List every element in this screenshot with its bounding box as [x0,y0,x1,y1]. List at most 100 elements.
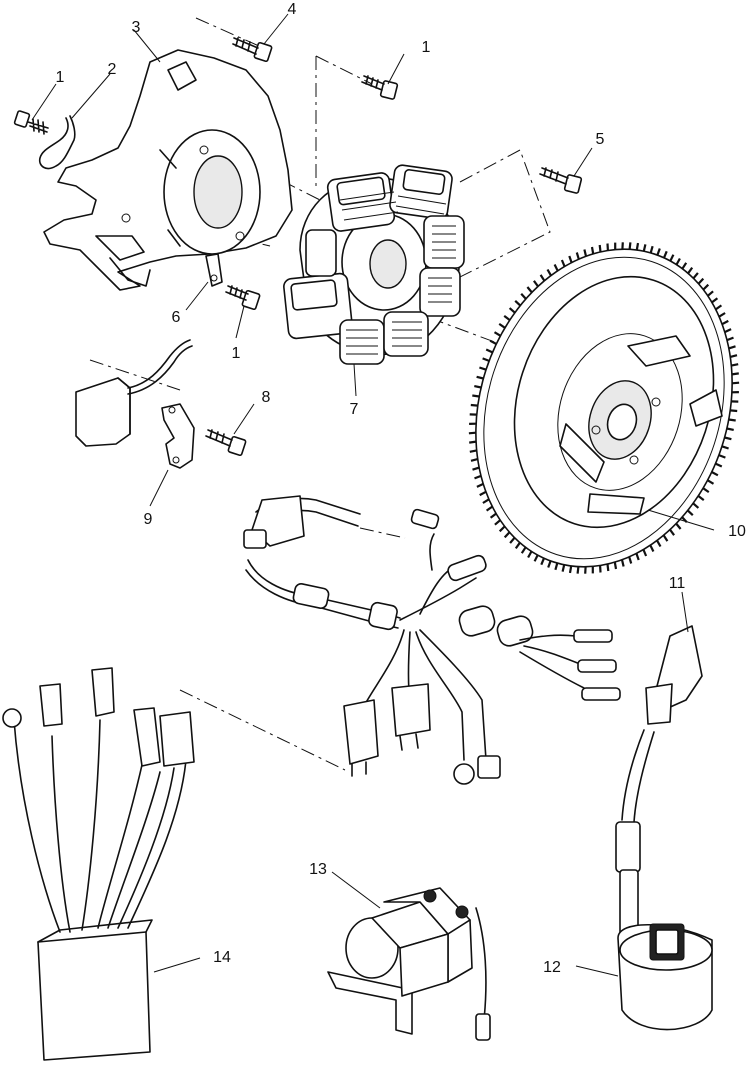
screw-middle [225,285,261,311]
gear-tooth [721,319,729,326]
gear-tooth [553,264,559,272]
gear-tooth [718,454,726,459]
callout-12: 12 [543,959,561,976]
gear-tooth [476,482,484,488]
gear-tooth [474,474,482,480]
callout-7: 7 [350,401,359,418]
callout-11: 11 [669,575,686,592]
gear-tooth [485,348,493,354]
gear-tooth [568,565,573,574]
gear-tooth [613,561,618,570]
gear-tooth [509,536,516,544]
screw-right [539,167,583,194]
gear-tooth [711,471,719,477]
gear-tooth [514,299,522,307]
screw-top-right [361,75,399,100]
gear-tooth [681,262,688,270]
gear-tooth [583,249,588,257]
flywheel-ring-gear-teeth [468,242,740,574]
gear-tooth [472,466,480,471]
flywheel [475,248,733,568]
gear-tooth [561,564,566,572]
screw-left [13,110,49,135]
gear-tooth [468,431,476,435]
gear-tooth [649,245,654,254]
gear-tooth [724,328,732,334]
gear-tooth [721,445,729,450]
gear-tooth [620,559,625,567]
gear-tooth [730,354,738,358]
gear-tooth [576,566,580,574]
callout-1-middle: 1 [232,345,241,362]
gear-tooth [702,487,710,494]
callout-10: 10 [728,523,746,540]
gear-tooth [482,498,490,504]
gear-tooth [489,512,497,519]
pickup-coil [75,339,195,469]
gear-tooth [711,297,719,304]
gear-tooth [726,427,734,431]
gear-tooth [533,280,539,288]
gear-tooth [731,363,739,367]
gear-tooth [514,542,521,550]
gear-tooth [498,322,506,329]
wiring-harness [243,495,621,785]
gear-tooth [642,244,647,252]
gear-tooth [547,560,552,568]
gear-tooth [662,250,668,259]
gear-tooth [508,307,516,314]
gear-tooth [470,458,478,462]
gear-tooth [675,257,681,266]
gear-tooth [479,366,487,371]
gear-tooth [656,248,661,256]
gear-tooth [469,449,477,453]
gear-tooth [546,268,552,277]
gear-tooth [718,312,726,318]
gear-tooth [554,562,559,571]
gear-tooth [675,522,682,530]
gear-tooth [687,266,694,274]
gear-tooth [728,345,736,350]
gear-tooth [520,292,527,300]
gear-tooth [669,528,675,536]
gear-tooth [503,531,511,539]
callout-3: 3 [132,19,141,36]
callout-14: 14 [213,949,231,966]
stator-plate [43,49,293,291]
voltage-regulator [2,667,195,1061]
gear-tooth [706,479,715,485]
gear-tooth [724,436,732,441]
gear-tooth [498,525,506,533]
callout-5: 5 [596,131,605,148]
callout-1-left: 1 [56,69,65,86]
ignition-coil [615,625,713,1031]
gear-tooth [606,563,610,572]
screw-top [232,37,273,63]
gear-tooth [479,490,487,497]
gear-tooth [728,418,736,422]
gear-tooth [598,244,602,253]
gear-tooth [686,509,694,517]
gear-tooth [715,304,723,311]
callout-1-top: 1 [422,39,431,56]
gear-tooth [669,254,675,262]
gear-tooth [503,315,511,321]
gear-tooth [730,409,738,413]
gear-tooth [476,375,484,380]
gear-tooth [635,242,640,251]
callout-8: 8 [262,389,271,406]
callout-numbers: 4 3 1 2 1 5 6 1 7 8 9 10 11 13 14 12 [56,1,746,976]
gear-tooth [635,553,640,561]
gear-tooth [590,246,595,255]
gear-tooth [485,505,493,512]
gear-tooth [560,259,566,267]
gear-tooth [715,462,723,468]
gear-tooth [568,255,573,263]
gear-tooth [533,554,539,562]
callout-9: 9 [144,511,153,528]
gear-tooth [628,556,633,564]
bracket-small [205,253,223,287]
gear-tooth [662,534,669,542]
gear-tooth [493,331,502,337]
